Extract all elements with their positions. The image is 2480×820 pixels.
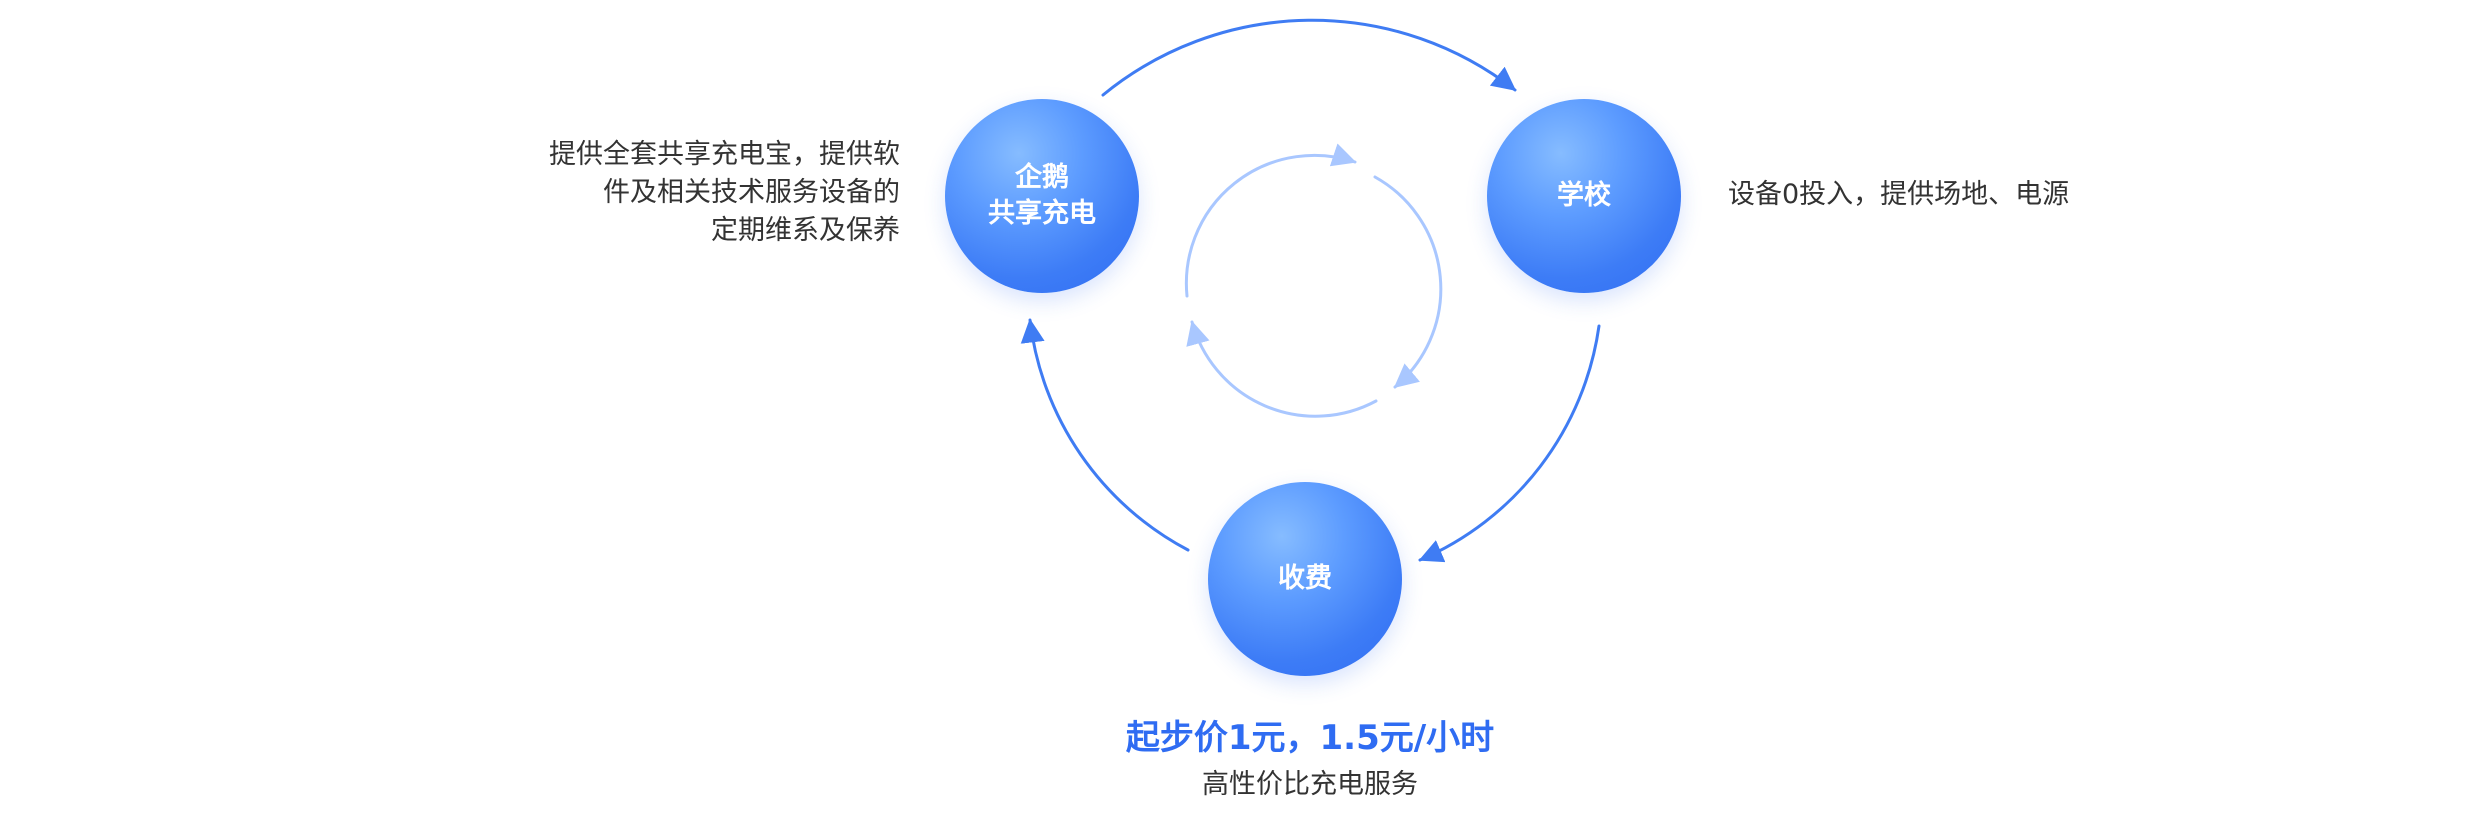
outer-arrow-school-to-fee <box>1418 324 1601 563</box>
fee-node: 收费 <box>1208 482 1402 676</box>
school-description-line-1: 设备0投入，提供场地、电源 <box>1728 179 2070 210</box>
fee-price: 起步价1元，1.5元/小时 <box>1125 718 1495 758</box>
inner-arrow-bottom <box>1186 320 1378 418</box>
inner-arrow-top <box>1184 143 1357 298</box>
school-node: 学校 <box>1487 99 1681 293</box>
outer-arrow-qie-to-school <box>1101 18 1517 97</box>
school-node-label: 学校 <box>1557 180 1611 211</box>
fee-node-label: 收费 <box>1278 563 1332 594</box>
inner-arrow-right <box>1373 175 1443 389</box>
qie-node-label-line-1: 企鹅 <box>1015 162 1069 193</box>
qie-description-line-3: 定期维系及保养 <box>711 215 900 246</box>
qie-description-line-2: 件及相关技术服务设备的 <box>603 177 900 208</box>
fee-description: 起步价1元，1.5元/小时 高性价比充电服务 <box>1040 716 1580 802</box>
school-description: 设备0投入，提供场地、电源 <box>1728 176 2148 214</box>
qie-description-line-1: 提供全套共享充电宝，提供软 <box>549 139 900 170</box>
qie-description: 提供全套共享充电宝，提供软 件及相关技术服务设备的 定期维系及保养 <box>520 136 900 250</box>
fee-subtitle: 高性价比充电服务 <box>1202 769 1418 800</box>
qie-node-label-line-2: 共享充电 <box>988 198 1096 229</box>
qie-shared-charging-node: 企鹅 共享充电 <box>945 99 1139 293</box>
outer-arrow-fee-to-qie <box>1020 318 1190 552</box>
